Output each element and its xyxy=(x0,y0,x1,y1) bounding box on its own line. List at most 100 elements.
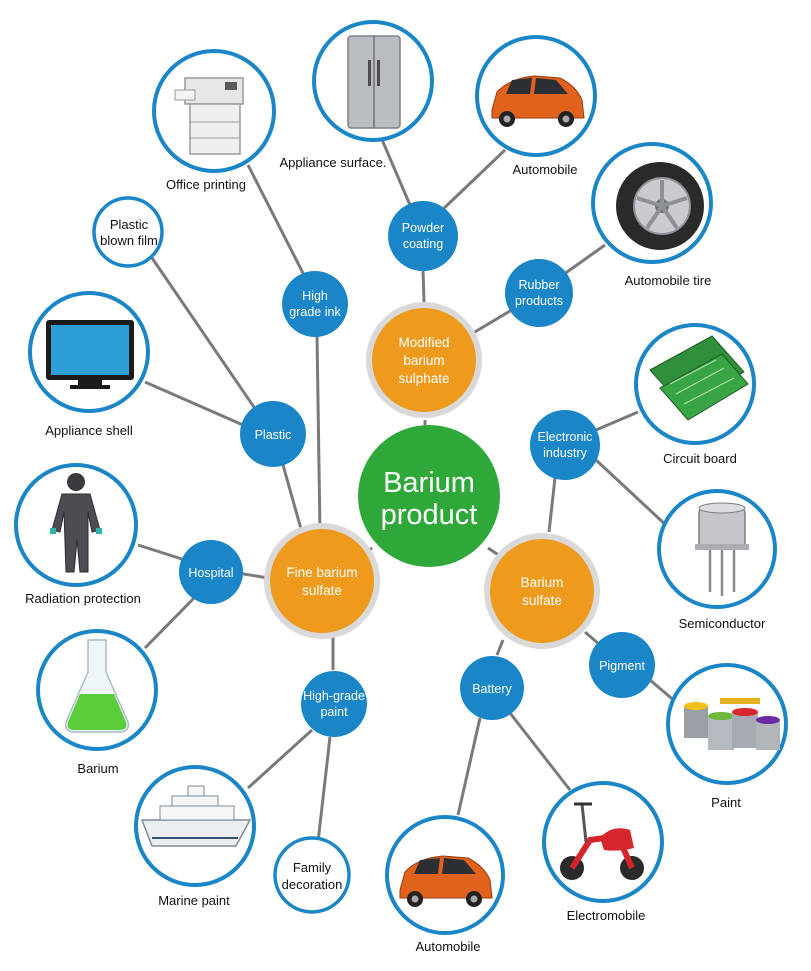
leaf-label: Circuit board xyxy=(663,451,737,466)
leaf-semiconductor: Semiconductor xyxy=(657,489,777,631)
center-node: Barium product xyxy=(358,425,500,567)
connector-bs-pigment xyxy=(584,630,601,647)
node-plastic: Plastic xyxy=(240,401,306,467)
center-label-line1: Barium xyxy=(383,467,475,499)
leaf-label: Electromobile xyxy=(567,908,646,923)
node-battery: Battery xyxy=(460,656,524,720)
node-high-grade-paint: High-grade paint xyxy=(301,671,367,737)
leaf-electromobile: Electromobile xyxy=(542,781,664,923)
leaf-label-line1: Plastic xyxy=(110,217,149,232)
connector-battery-automobile xyxy=(456,717,482,816)
leaf-family-decoration: Family decoration xyxy=(273,836,351,914)
hub-fine-barium-sulfate: Fine barium sulfate xyxy=(264,523,380,639)
leaf-radiation-protection: Radiation protection xyxy=(14,463,141,606)
hub-label-line2: barium xyxy=(403,353,444,368)
refrigerator-icon xyxy=(347,35,401,129)
node-label-line2: coating xyxy=(403,237,443,251)
hub-label-line3: sulphate xyxy=(398,371,449,386)
leaf-label: Barium xyxy=(77,761,118,776)
hub-circle xyxy=(270,529,374,633)
connector-plastic-shell xyxy=(144,380,244,427)
hub-circle xyxy=(372,308,476,412)
node-label-line1: Rubber xyxy=(519,278,560,292)
connector-plastic-fine xyxy=(281,464,305,537)
connector-hospital-fine xyxy=(237,571,269,580)
ship-icon xyxy=(140,785,252,847)
transistor-icon xyxy=(695,502,749,596)
hub-label-line2: sulfate xyxy=(522,593,562,608)
connector-ink-fine xyxy=(315,334,322,533)
leaf-barium: Barium xyxy=(36,629,158,776)
leaf-automobile-top: Automobile xyxy=(475,35,597,177)
leaf-label: Marine paint xyxy=(158,893,230,908)
leaf-label: Appliance surface. xyxy=(280,155,387,170)
scooter-icon xyxy=(560,802,644,880)
leaf-label: Radiation protection xyxy=(25,591,141,606)
node-label-line1: High xyxy=(302,289,328,303)
connector-bs-electronic xyxy=(547,477,557,533)
node-pigment: Pigment xyxy=(589,632,655,698)
leaf-automobile-bottom: Automobile xyxy=(385,815,505,954)
hub-circle xyxy=(490,539,594,643)
node-label-line1: Battery xyxy=(472,682,512,696)
leaf-appliance-surface: Appliance surface. xyxy=(280,20,434,170)
connector-paint-marine xyxy=(246,728,314,790)
leaf-label-line2: blown film xyxy=(100,233,158,248)
flask-icon xyxy=(64,639,130,733)
center-label-line2: product xyxy=(381,499,478,531)
car-icon xyxy=(399,855,493,907)
node-label-line2: grade ink xyxy=(289,305,341,319)
node-label-line2: paint xyxy=(320,705,348,719)
node-label-line1: Hospital xyxy=(188,566,233,580)
car-icon xyxy=(491,75,585,127)
node-label-line1: High-grade xyxy=(303,689,365,703)
node-electronic-industry: Electronic industry xyxy=(530,410,600,480)
node-rubber-products: Rubber products xyxy=(505,259,573,327)
connector-plastic-film xyxy=(148,254,260,414)
leaf-automobile-tire: Automobile tire xyxy=(591,142,713,288)
leaf-appliance-shell: Appliance shell xyxy=(28,291,150,438)
leaf-paint: Paint xyxy=(666,663,788,810)
paint-cans-icon xyxy=(684,698,780,750)
connector-powder-appliance xyxy=(378,134,412,206)
connectors xyxy=(137,134,678,843)
protective-suit-icon xyxy=(50,473,102,573)
leaf-label: Semiconductor xyxy=(679,616,766,631)
hub-label-line2: sulfate xyxy=(302,583,342,598)
node-label-line1: Plastic xyxy=(255,428,292,442)
connector-powder-automobile xyxy=(438,148,507,214)
leaf-label-line1: Family xyxy=(293,860,332,875)
node-label-line1: Electronic xyxy=(538,430,593,444)
leaf-label-line2: decoration xyxy=(282,877,343,892)
tire-icon xyxy=(616,162,704,250)
node-label-line1: Pigment xyxy=(599,659,645,673)
photocopier-icon xyxy=(174,77,244,155)
connector-battery-electromobile xyxy=(508,712,572,791)
hub-label-line1: Fine barium xyxy=(286,565,357,580)
circuit-board-icon xyxy=(649,335,749,421)
hub-modified-barium-sulphate: Modified barium sulphate xyxy=(366,302,482,418)
leaf-office-printing: Office printing xyxy=(152,49,276,192)
node-label-line2: products xyxy=(515,294,563,308)
connector-rubber-tire xyxy=(559,243,606,279)
leaf-label: Office printing xyxy=(166,177,246,192)
connector-hospital-radiation xyxy=(137,543,186,562)
center-circle xyxy=(358,425,500,567)
leaf-label: Automobile xyxy=(415,939,480,954)
hub-label-line1: Modified xyxy=(398,335,449,350)
node-hospital: Hospital xyxy=(179,540,243,604)
connector-ink-office xyxy=(246,164,307,278)
connector-electronic-semiconductor xyxy=(594,458,670,529)
connector-paint-family xyxy=(316,736,332,843)
leaf-marine-paint: Marine paint xyxy=(134,765,256,908)
leaf-label: Appliance shell xyxy=(45,423,133,438)
node-label-line2: industry xyxy=(543,446,588,460)
connector-modified-powder xyxy=(421,269,426,303)
leaf-label: Automobile tire xyxy=(625,273,712,288)
leaf-circuit-board: Circuit board xyxy=(634,323,756,466)
hub-barium-sulfate: Barium sulfate xyxy=(484,533,600,649)
connector-electronic-circuit xyxy=(595,410,639,432)
leaf-label: Automobile xyxy=(512,162,577,177)
monitor-icon xyxy=(46,320,134,389)
